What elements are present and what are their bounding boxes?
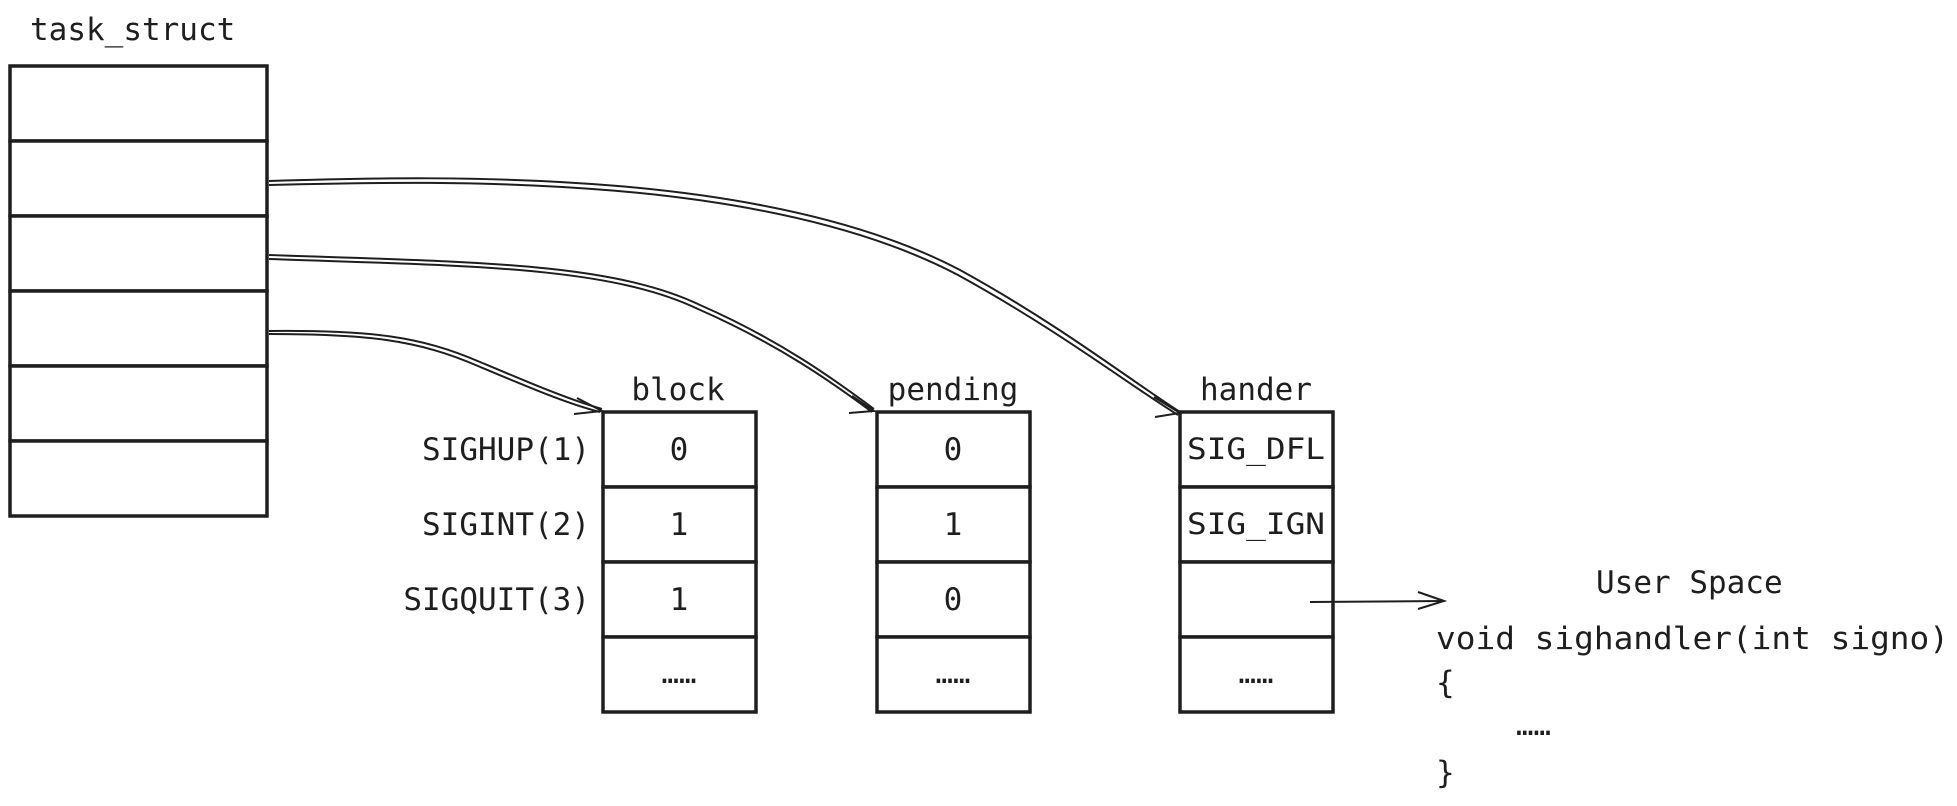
user-space-code-line: } (1436, 755, 1455, 791)
pending-value: 0 (944, 582, 963, 618)
task-struct-row (8, 364, 269, 443)
task-struct-box (8, 64, 269, 518)
arrow-to-user-space (1309, 600, 1444, 603)
arrow-to-pending (268, 254, 875, 410)
row-label-sigquit: SIGQUIT(3) (403, 582, 590, 618)
handler-table: SIG_DFL SIG_IGN …… (1178, 410, 1335, 714)
task-struct-row (8, 214, 269, 293)
pending-title: pending (888, 372, 1019, 408)
pending-cell (875, 635, 1032, 714)
block-value: 0 (670, 432, 689, 468)
arrow-to-handler (268, 181, 1179, 416)
arrow-to-pending (268, 258, 873, 413)
task-struct-title: task_struct (30, 12, 235, 48)
task-struct-row (8, 139, 269, 218)
user-space-code-line: { (1436, 665, 1455, 701)
pointer-arrows (268, 177, 1183, 418)
handler-value: SIG_IGN (1187, 507, 1325, 542)
task-struct-row (8, 289, 269, 368)
block-cell (601, 410, 758, 489)
arrow-to-handler (268, 177, 1181, 413)
pending-value: 1 (944, 507, 963, 543)
arrow-to-block (268, 333, 601, 413)
row-label-sigint: SIGINT(2) (422, 507, 590, 543)
block-value: 1 (670, 582, 689, 618)
handler-cell (1178, 410, 1335, 489)
user-space-code-line: void sighandler(int signo) (1436, 621, 1949, 657)
handler-value: SIG_DFL (1187, 432, 1325, 467)
arrow-head (1417, 591, 1448, 610)
task-struct-row (8, 64, 269, 143)
block-value: …… (662, 656, 697, 690)
handler-cell (1178, 635, 1335, 714)
arrow-to-block (268, 329, 603, 410)
pending-value: 0 (944, 432, 963, 468)
block-title: block (631, 372, 725, 408)
handler-title: hander (1200, 372, 1312, 408)
user-space-title: User Space (1596, 565, 1783, 601)
arrow-head (848, 395, 877, 414)
pending-value: …… (936, 656, 971, 690)
task-struct-row (8, 439, 269, 518)
row-label-sighup: SIGHUP(1) (422, 432, 590, 468)
pending-table: 0 1 0 …… (875, 410, 1032, 714)
block-value: 1 (670, 507, 689, 543)
user-space-code-line: …… (1516, 708, 1551, 742)
block-table: 0 1 1 …… (601, 410, 758, 714)
handler-cell (1178, 560, 1335, 639)
handler-value: …… (1239, 656, 1274, 690)
block-cell (601, 635, 758, 714)
pending-cell (875, 560, 1032, 639)
